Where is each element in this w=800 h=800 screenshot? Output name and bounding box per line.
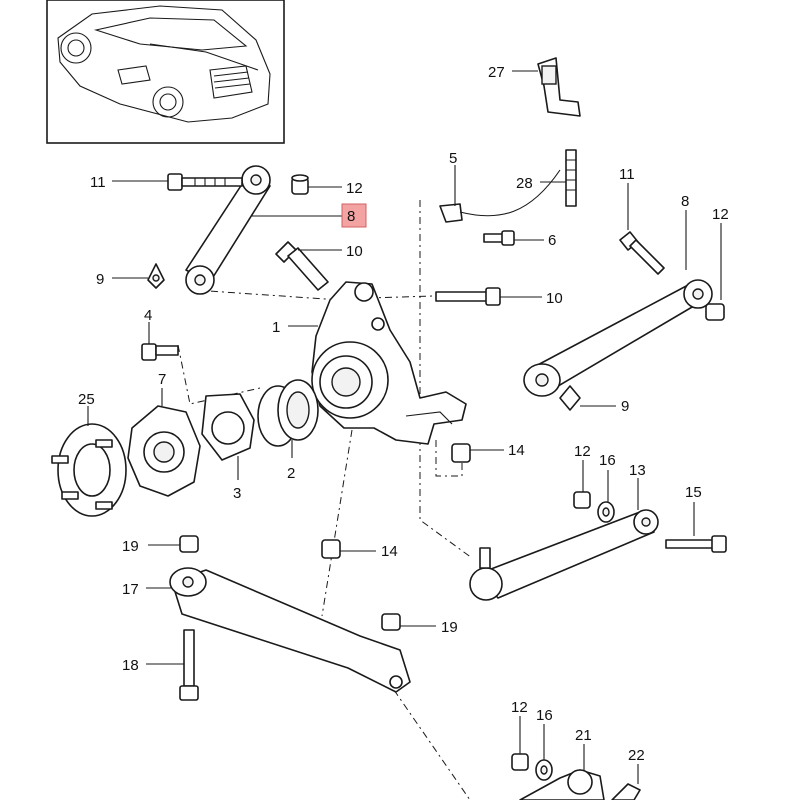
nut-12-bottom [511,753,529,771]
callout-19-left[interactable]: 19 [122,538,139,555]
hub-flange-7 [127,405,201,497]
upper-link-left [185,165,271,295]
cam-washer-9-right [559,385,581,411]
bolt-10-mid [435,287,501,306]
leader-lines [87,70,722,784]
toe-link-13 [469,509,659,601]
callout-2[interactable]: 2 [287,465,295,482]
speed-sensor-5 [439,169,561,223]
nut-14-mid [321,539,341,559]
callout-19-right[interactable]: 19 [441,619,458,636]
callout-21[interactable]: 21 [575,727,592,744]
bolt-10-top [275,241,329,291]
part-22 [611,783,641,800]
stud-28 [565,149,577,207]
car-thumbnail [46,0,285,144]
callout-27[interactable]: 27 [488,64,505,81]
seal-plate-3 [201,393,255,461]
nut-19-right [381,613,401,631]
callout-15[interactable]: 15 [685,484,702,501]
callout-8-highlight-box [341,203,367,228]
cam-washer-9-left [147,263,165,289]
callout-25[interactable]: 25 [78,391,95,408]
callout-12-top[interactable]: 12 [346,180,363,197]
lower-arm-17 [169,567,411,693]
wheel-bearing-2 [257,379,319,447]
callout-13[interactable]: 13 [629,462,646,479]
callout-22[interactable]: 22 [628,747,645,764]
callout-4[interactable]: 4 [144,307,152,324]
callout-16-mid[interactable]: 16 [599,452,616,469]
callout-14-top[interactable]: 14 [508,442,525,459]
callout-12-bottom[interactable]: 12 [511,699,528,716]
callout-1[interactable]: 1 [272,319,280,336]
callout-11-right[interactable]: 11 [619,166,635,183]
callout-9-left[interactable]: 9 [96,271,104,288]
callout-5[interactable]: 5 [449,150,457,167]
callout-17[interactable]: 17 [122,581,139,598]
bolt-11-left [167,173,243,191]
link-21 [519,769,605,800]
washer-16-bottom [535,759,553,781]
wheel-hub-25 [51,423,127,517]
callout-labels: 11 12 8 10 9 10 1 4 7 25 3 2 5 6 27 28 1… [78,64,729,764]
upper-link-right [523,279,713,397]
callout-10-mid[interactable]: 10 [546,290,563,307]
callout-28[interactable]: 28 [516,175,533,192]
washer-16-mid [597,501,615,523]
nut-12-mid [573,491,591,509]
callout-16-bottom[interactable]: 16 [536,707,553,724]
callout-7[interactable]: 7 [158,371,166,388]
bolt-11-right [619,231,665,275]
callout-12-mid[interactable]: 12 [574,443,591,460]
callout-8-highlighted[interactable]: 8 [347,208,355,225]
callout-8-right[interactable]: 8 [681,193,689,210]
wheel-carrier [311,281,467,445]
nut-12-right [705,303,725,321]
bracket-27 [537,57,581,117]
bolt-4 [141,343,179,361]
nut-14-top [451,443,471,463]
callout-14-mid[interactable]: 14 [381,543,398,560]
callout-18[interactable]: 18 [122,657,139,674]
callout-9-right[interactable]: 9 [621,398,629,415]
callout-6[interactable]: 6 [548,232,556,249]
nut-12-top [291,174,309,195]
bolt-6 [483,230,515,246]
bolt-15 [665,535,727,553]
callout-3[interactable]: 3 [233,485,241,502]
assembly-lines [177,200,473,800]
nut-19-left [179,535,199,553]
callout-11-left[interactable]: 11 [90,174,106,191]
bolt-18 [179,629,199,701]
callout-12-right[interactable]: 12 [712,206,729,223]
callout-10-top[interactable]: 10 [346,243,363,260]
